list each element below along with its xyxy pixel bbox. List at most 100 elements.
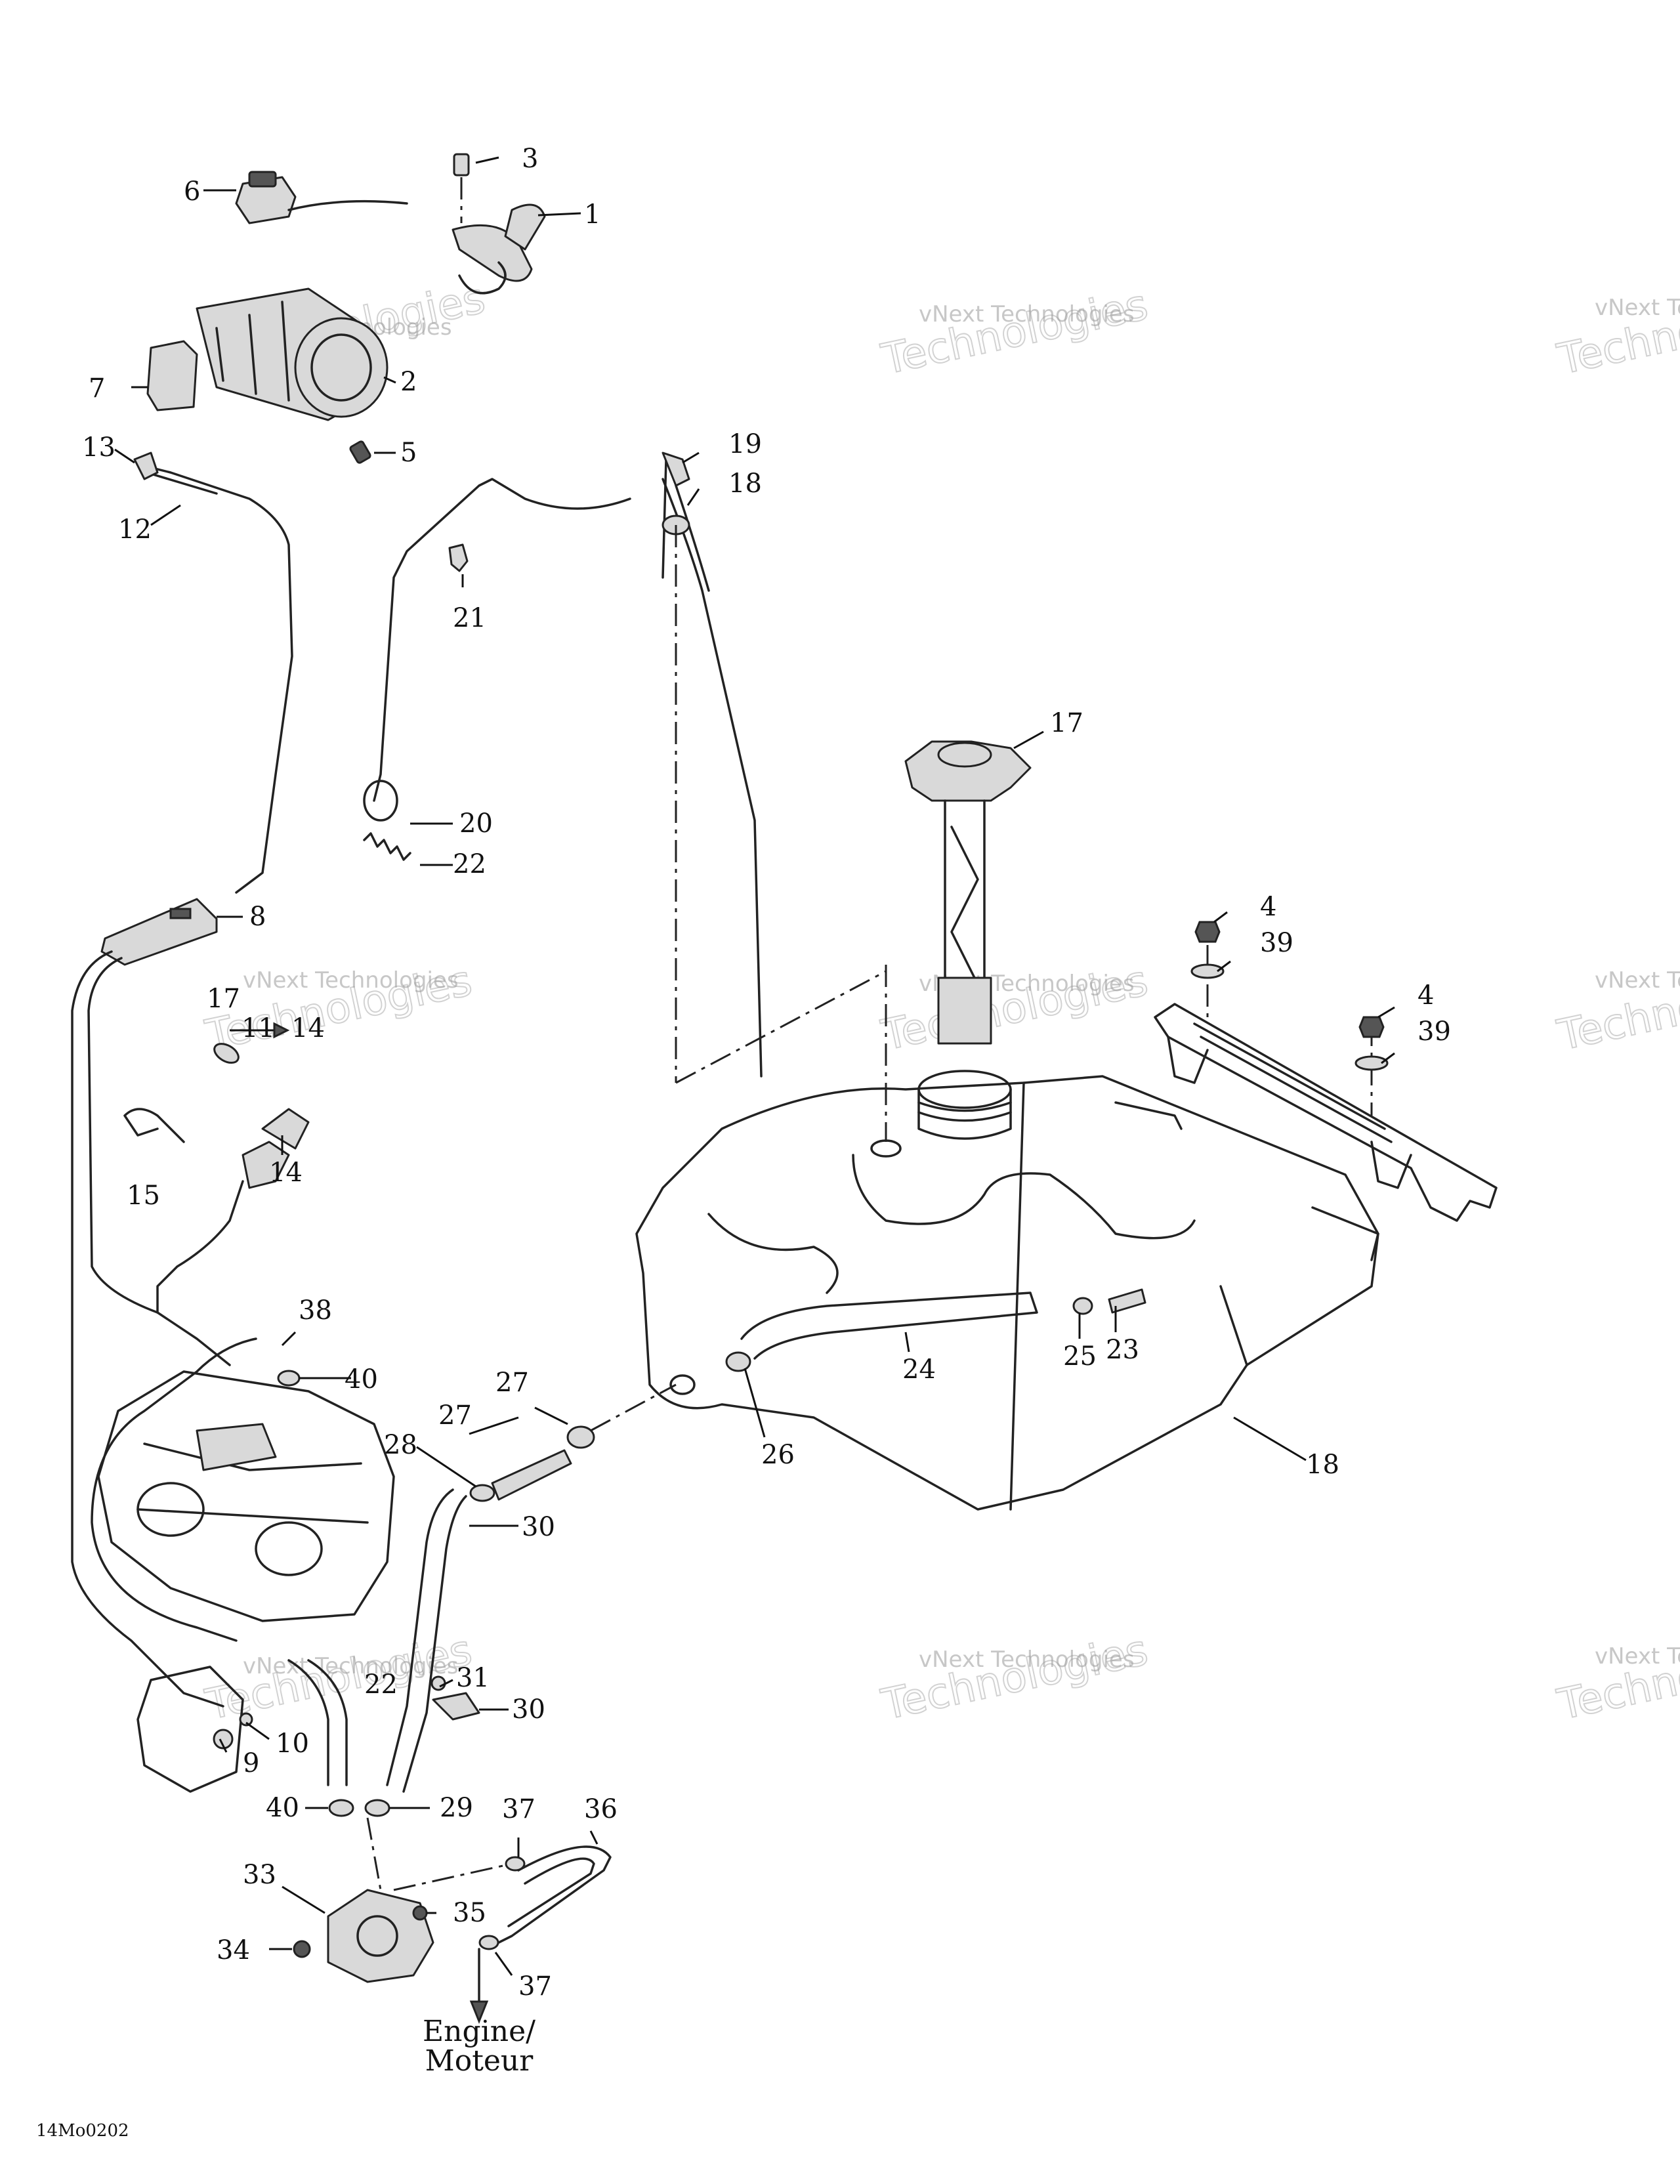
nuts-and-washers: [1190, 921, 1389, 1071]
engine-block: [97, 1370, 395, 1622]
callout-30b: 29: [440, 1793, 473, 1823]
watermark: Technologies vNext Technologies: [877, 1626, 1153, 1731]
primer: [156, 1108, 310, 1314]
engine-label: Engine/ Moteur: [423, 2015, 536, 2078]
watermark-small: vNext Technologies: [1595, 1643, 1680, 1670]
callout-37a: 37: [502, 1794, 536, 1824]
callout-35a: 34: [217, 1935, 250, 1965]
engine-label-line1: Engine/: [423, 2015, 536, 2048]
fuel-hoses: [287, 1488, 467, 1793]
callout-38: 38: [299, 1295, 332, 1326]
watermark: Technologies vNext Technologies: [1553, 956, 1680, 1061]
figure-code: 14Mo0202: [36, 2121, 129, 2141]
housing-cover: [146, 340, 198, 411]
vent-line: [363, 452, 887, 1084]
watermark: Technologies vNext Technologies: [201, 956, 477, 1061]
callout-14b: 14: [269, 1158, 303, 1188]
callout-6: 6: [184, 177, 200, 207]
watermark: Technologies vNext Technologies: [1553, 280, 1680, 385]
watermark-big: Technologies: [877, 1626, 1152, 1730]
callout-16: 22: [364, 1670, 398, 1700]
grommet: [448, 543, 469, 572]
callout-21: 19: [728, 429, 762, 459]
callout-29: 27: [495, 1368, 529, 1398]
callout-13: 11: [242, 1013, 275, 1043]
callout-5: 5: [400, 438, 417, 468]
callout-18: 18: [1306, 1450, 1339, 1480]
fuel-tank: [635, 1075, 1379, 1511]
parts: [71, 153, 1498, 2025]
callout-1: 1: [584, 200, 600, 230]
callout-36: 36: [584, 1794, 618, 1824]
hose-clamps: [277, 1370, 495, 1817]
set-screw: [349, 440, 371, 464]
callout-40b: 40: [266, 1793, 299, 1823]
engine-label-line2: Moteur: [425, 2044, 534, 2078]
choke-cable: [91, 1337, 257, 1642]
fuel-pump: [293, 1817, 513, 1983]
watermark: Technologies vNext Technologies: [877, 280, 1153, 385]
filler-neck: [917, 1070, 1012, 1140]
callout-17: 17: [207, 984, 240, 1014]
spring: [363, 832, 411, 861]
carburetor: [136, 1666, 253, 1793]
tank-strap: [1154, 945, 1498, 1222]
watermark-small: vNext Technologies: [919, 1647, 1135, 1673]
callout-35b: 35: [453, 1898, 486, 1928]
watermark-small: vNext Technologies: [1595, 967, 1680, 994]
callout-27a: 25: [1063, 1341, 1097, 1372]
engine-arrow: [469, 1948, 489, 2025]
fuel-pickup-line: [725, 1288, 1146, 1372]
callout-7: 7: [89, 373, 105, 404]
callout-14a: 14: [291, 1013, 325, 1043]
callout-8: 8: [249, 902, 266, 932]
callout-22: 20: [459, 808, 493, 839]
kill-switch: [235, 171, 408, 224]
callout-24: 22: [453, 849, 486, 879]
callout-28: 27: [438, 1400, 472, 1431]
callout-26: 24: [902, 1354, 936, 1385]
callout-12: 13: [82, 432, 116, 463]
fuel-outlet-fitting: [491, 1383, 677, 1501]
carburetor-cable: [71, 950, 231, 1708]
callout-30a: 28: [384, 1430, 417, 1460]
callout-2: 2: [400, 367, 417, 397]
callout-32: 30: [512, 1694, 545, 1725]
callout-20: 18: [728, 469, 762, 499]
callout-10: 10: [276, 1729, 309, 1759]
callout-9: 9: [243, 1748, 259, 1778]
callout-13-arrow-14: 11 14: [242, 1013, 325, 1043]
fuel-cap-gauge: [885, 740, 1032, 1142]
callout-33: 31: [456, 1663, 490, 1693]
screw: [453, 153, 470, 223]
callout-39a: 39: [1260, 928, 1293, 958]
callout-40a: 40: [345, 1364, 378, 1395]
callout-11: 12: [118, 514, 152, 545]
watermark: Technologies vNext Technologies: [1553, 1626, 1680, 1731]
callout-3: 3: [522, 144, 538, 174]
callout-39b: 39: [1418, 1017, 1451, 1047]
callout-4a: 4: [1260, 892, 1276, 922]
callout-37b: 37: [518, 1971, 552, 2002]
watermark-big: Technologies: [1553, 1626, 1680, 1730]
tie-wrap: [123, 1108, 185, 1143]
callout-25: 23: [1106, 1335, 1139, 1365]
throttle-lever: [452, 203, 546, 295]
watermark-small: vNext Technologies: [1595, 295, 1680, 321]
callout-15: 15: [127, 1181, 160, 1211]
throttle-cable: [133, 452, 293, 894]
pump-outlet-hose: [478, 1845, 612, 1950]
watermark: Technologies vNext Technologies: [877, 956, 1153, 1061]
o-ring: [213, 1043, 240, 1064]
callout-27b: 26: [761, 1440, 795, 1470]
callout-23: 21: [453, 603, 486, 633]
callout-31: 30: [522, 1512, 555, 1542]
watermark-small: vNext Technologies: [243, 1653, 459, 1679]
watermark-big: Technologies: [877, 281, 1152, 385]
callout-labels: 3 1 6 2 5 7 13 12 19 18 21 20 22 17 8 4 …: [82, 144, 1451, 2002]
throttle-housing: [196, 287, 388, 421]
watermark-small: vNext Technologies: [919, 301, 1135, 327]
callout-19: 17: [1050, 708, 1083, 738]
leader-lines: [114, 156, 1395, 1976]
